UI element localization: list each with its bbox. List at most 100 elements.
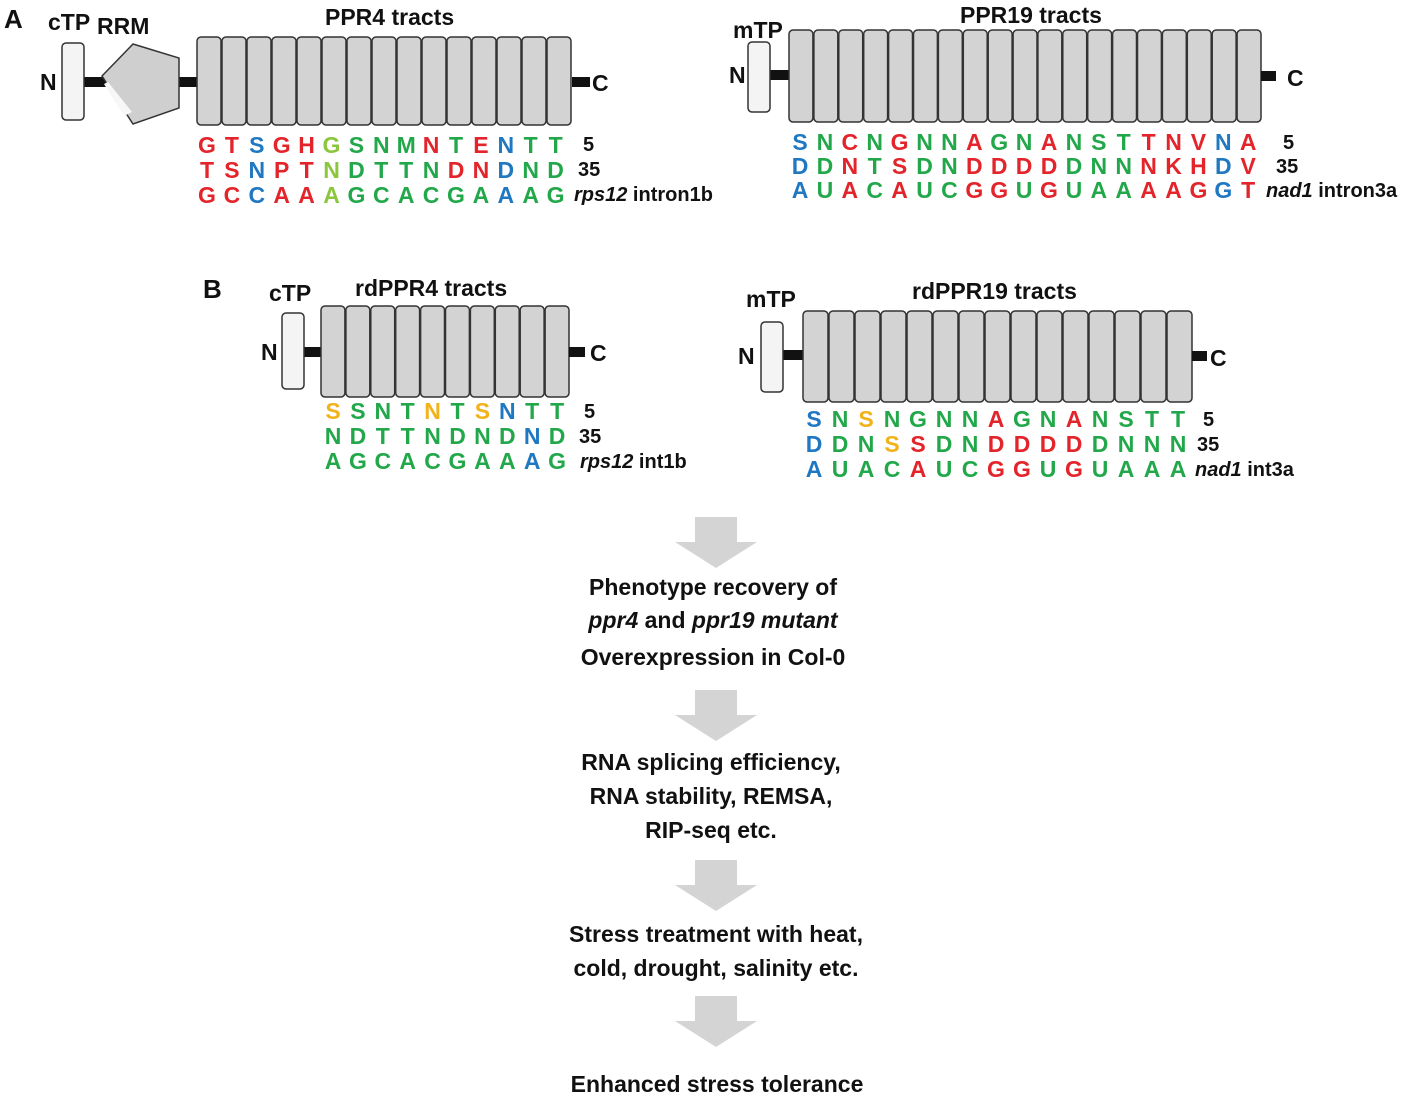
rdppr4-letter: A bbox=[399, 448, 416, 474]
ppr19-num-35: 35 bbox=[1276, 156, 1298, 178]
ppr19-letter: G bbox=[990, 177, 1008, 203]
rdppr4-letter: N bbox=[424, 398, 441, 424]
rdppr19-n-terminus: N bbox=[738, 343, 755, 369]
ppr4-rrm-highlight bbox=[104, 82, 132, 116]
rdppr19-repeat bbox=[854, 310, 881, 403]
rdppr19-letter: D bbox=[936, 431, 953, 457]
ppr4-letter: D bbox=[348, 157, 365, 183]
ppr19-repeat bbox=[1062, 29, 1088, 123]
rdppr4-letter: N bbox=[325, 423, 342, 449]
rdppr4-letter: A bbox=[524, 448, 541, 474]
ppr4-letter: G bbox=[323, 132, 341, 158]
rdppr19-letter: D bbox=[1040, 431, 1057, 457]
rdppr4-letter: A bbox=[474, 448, 491, 474]
rdppr19-c-terminus: C bbox=[1210, 345, 1227, 371]
ppr19-letter: D bbox=[817, 153, 834, 179]
ppr19-repeat bbox=[788, 29, 814, 123]
ppr4-letter: A bbox=[473, 182, 490, 208]
rdppr19-letter: G bbox=[1013, 456, 1031, 482]
ppr4-letter: E bbox=[473, 132, 488, 158]
flow-arrow-4 bbox=[675, 996, 757, 1047]
ppr19-repeat bbox=[1086, 29, 1113, 123]
rdppr4-letter: T bbox=[376, 423, 390, 449]
rdppr4-repeat bbox=[370, 305, 396, 398]
rdppr4-ctp-box bbox=[281, 312, 305, 390]
ppr19-repeat bbox=[987, 29, 1013, 123]
flow-arrow-3 bbox=[675, 860, 757, 911]
rdppr4-letter: T bbox=[450, 398, 464, 424]
ppr4-letter: G bbox=[198, 132, 216, 158]
rdppr4-repeat bbox=[419, 305, 446, 398]
ppr4-letter: D bbox=[547, 157, 564, 183]
rdppr19-letter: N bbox=[1170, 431, 1187, 457]
ppr19-repeat bbox=[1136, 29, 1163, 123]
rdppr4-letter: N bbox=[499, 398, 516, 424]
rdppr19-repeat bbox=[1010, 310, 1037, 403]
ppr19-letter: N bbox=[1016, 129, 1033, 155]
ppr4-letter: T bbox=[399, 157, 413, 183]
ppr19-repeat bbox=[887, 29, 914, 123]
ppr19-repeat bbox=[937, 29, 964, 123]
ppr4-letter: S bbox=[349, 132, 364, 158]
ppr19-letter: T bbox=[1117, 129, 1131, 155]
rdppr4-repeat bbox=[519, 305, 545, 398]
ppr19-repeat bbox=[838, 29, 864, 123]
ppr4-rrm-label: RRM bbox=[97, 13, 149, 39]
step1-line1: Phenotype recovery of bbox=[589, 574, 837, 600]
ppr19-repeat bbox=[1111, 29, 1138, 123]
ppr19-letter: D bbox=[1041, 153, 1058, 179]
rdppr19-letter: N bbox=[858, 431, 875, 457]
rdppr19-target: nad1 int3a bbox=[1195, 459, 1295, 481]
rdppr19-letter: A bbox=[1118, 456, 1135, 482]
ppr19-repeats bbox=[788, 29, 1262, 123]
flow-arrow-2 bbox=[675, 690, 757, 741]
ppr19-letter: N bbox=[1215, 129, 1232, 155]
ppr4-target-intron: intron1b bbox=[627, 184, 713, 206]
ppr4-repeat bbox=[396, 36, 422, 126]
ppr19-letter: A bbox=[1240, 129, 1257, 155]
ppr19-letter: D bbox=[916, 153, 933, 179]
rdppr19-repeat bbox=[802, 310, 829, 403]
rdppr4-letter: N bbox=[474, 423, 491, 449]
ppr4-repeat bbox=[546, 36, 572, 126]
ppr19-repeat bbox=[813, 29, 839, 123]
rdppr4-repeat bbox=[444, 305, 471, 398]
rdppr19-letter: U bbox=[936, 456, 953, 482]
step1-and: and bbox=[638, 607, 692, 633]
rdppr19-repeat bbox=[906, 310, 933, 403]
rdppr4-num-35: 35 bbox=[579, 426, 601, 448]
ppr4-letter: T bbox=[300, 157, 314, 183]
ppr19-letter: N bbox=[866, 129, 883, 155]
rdppr19-repeat bbox=[958, 310, 985, 403]
panel-a-letter: A bbox=[4, 4, 23, 34]
rdppr19-letter: N bbox=[1118, 431, 1135, 457]
rdppr19-repeat bbox=[1140, 310, 1167, 403]
ppr19-repeat bbox=[1161, 29, 1188, 123]
ppr4-num-35: 35 bbox=[578, 159, 600, 181]
rdppr19-letter: S bbox=[884, 431, 899, 457]
ppr19-repeat bbox=[862, 29, 889, 123]
rdppr19-letter: T bbox=[1171, 406, 1185, 432]
rdppr19-title: rdPPR19 tracts bbox=[912, 278, 1077, 304]
ppr19-letter: N bbox=[1140, 153, 1157, 179]
rdppr19-letter: N bbox=[936, 406, 953, 432]
ppr4-repeat bbox=[446, 36, 472, 126]
ppr19-letter: N bbox=[1115, 153, 1132, 179]
ppr4-target-gene: rps12 bbox=[574, 184, 627, 206]
ppr19-target: nad1 intron3a bbox=[1266, 180, 1398, 202]
ppr19-letter: N bbox=[916, 129, 933, 155]
rdppr4-repeat bbox=[345, 305, 371, 398]
ppr4-letter: H bbox=[298, 132, 315, 158]
ppr4-letter: S bbox=[249, 132, 264, 158]
ppr4-letter: G bbox=[198, 182, 216, 208]
rdppr4-target-gene: rps12 bbox=[580, 451, 633, 473]
ppr19-letter: D bbox=[1016, 153, 1033, 179]
ppr4-letter: C bbox=[248, 182, 265, 208]
ppr19-letter: G bbox=[990, 129, 1008, 155]
rdppr4-c-terminus: C bbox=[590, 340, 607, 366]
rdppr4-repeats bbox=[320, 305, 570, 398]
ppr19-letter: N bbox=[941, 129, 958, 155]
